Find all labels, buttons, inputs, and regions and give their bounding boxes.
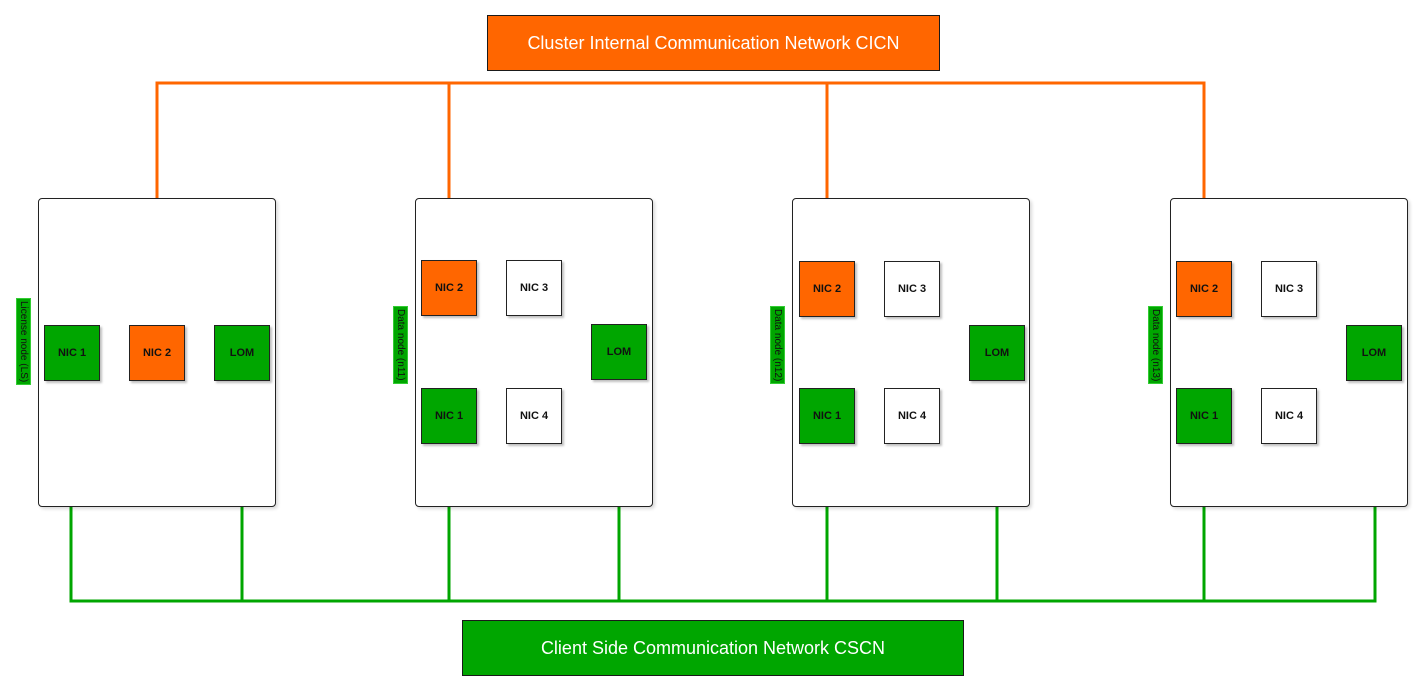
n12-nic-1[interactable]: NIC 1 <box>799 388 855 444</box>
ls-nic-2[interactable]: NIC 2 <box>129 325 185 381</box>
n11-nic-3[interactable]: NIC 3 <box>506 260 562 316</box>
n12-nic-4[interactable]: NIC 4 <box>884 388 940 444</box>
cicn-links <box>155 81 1206 326</box>
cicn-network-label: Cluster Internal Communication Network C… <box>487 15 940 71</box>
n13-nic-1[interactable]: NIC 1 <box>1176 388 1232 444</box>
ls-lom[interactable]: LOM <box>214 325 270 381</box>
n11-nic-4[interactable]: NIC 4 <box>506 388 562 444</box>
data-node-n12-label: Data node (n12) <box>770 306 785 385</box>
license-node-label: License node (LS) <box>16 298 31 386</box>
n13-lom[interactable]: LOM <box>1346 325 1402 381</box>
cscn-network-label: Client Side Communication Network CSCN <box>462 620 964 676</box>
data-node-n11-label: Data node (n11) <box>393 306 408 384</box>
n11-nic-2[interactable]: NIC 2 <box>421 260 477 316</box>
n12-nic-3[interactable]: NIC 3 <box>884 261 940 317</box>
n13-nic-4[interactable]: NIC 4 <box>1261 388 1317 444</box>
n11-nic-1[interactable]: NIC 1 <box>421 388 477 444</box>
data-node-n13-label: Data node (n13) <box>1148 306 1163 385</box>
cicn-bus <box>155 81 1206 326</box>
n12-lom[interactable]: LOM <box>969 325 1025 381</box>
n12-nic-2[interactable]: NIC 2 <box>799 261 855 317</box>
ls-nic-1[interactable]: NIC 1 <box>44 325 100 381</box>
n11-lom[interactable]: LOM <box>591 324 647 380</box>
n13-nic-3[interactable]: NIC 3 <box>1261 261 1317 317</box>
n13-nic-2[interactable]: NIC 2 <box>1176 261 1232 317</box>
